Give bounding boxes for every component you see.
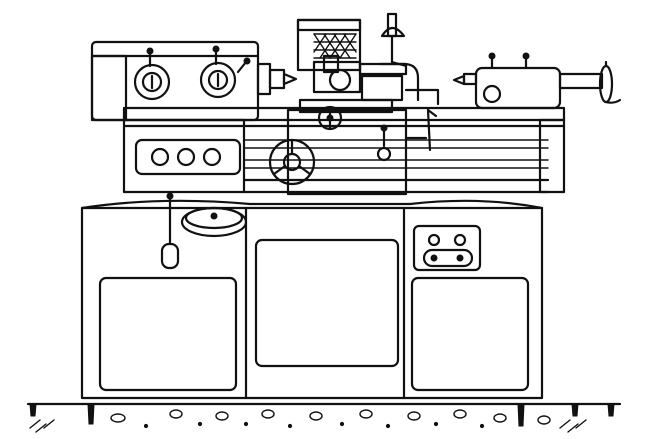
spindle-chuck [256, 62, 298, 96]
concrete-foundation [26, 402, 622, 433]
tool-post-assembly [296, 12, 440, 106]
apron-lever [376, 124, 392, 162]
apron-handwheel [268, 138, 316, 186]
center-cabinet-door [254, 238, 400, 368]
clutch-lever [160, 192, 180, 270]
work-lamp [380, 12, 408, 68]
right-cabinet-door [410, 276, 530, 392]
gearbox-indicator-panel [134, 138, 242, 176]
speed-selector-knob-left [133, 47, 171, 101]
left-cabinet-door [98, 276, 238, 392]
tailstock-handwheel [598, 60, 622, 104]
cross-feed-handwheel [317, 105, 343, 131]
speed-selector-knob-right [199, 45, 251, 99]
chip-tray-disc [180, 206, 248, 238]
electrical-control-panel [412, 224, 482, 272]
cabinet-base [80, 192, 544, 400]
carriage-apron [268, 98, 438, 196]
chip-guard-mesh [313, 33, 357, 59]
tailstock [452, 52, 622, 110]
